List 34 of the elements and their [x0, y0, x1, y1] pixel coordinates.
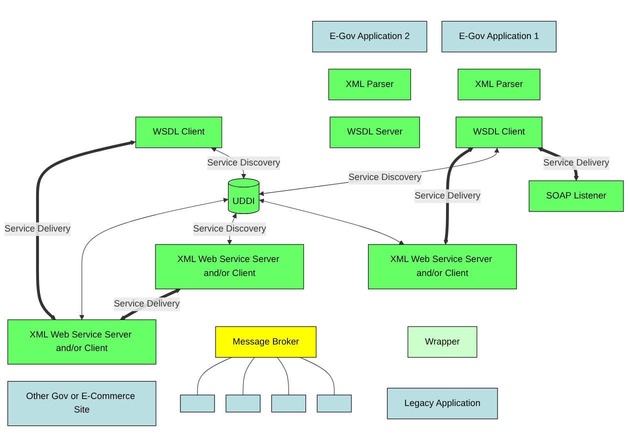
edge-label: Service Delivery	[543, 158, 610, 168]
node-box	[226, 394, 260, 412]
edge-label: Service Delivery	[4, 224, 70, 234]
connector	[242, 357, 255, 396]
node-box: Other Gov or E-Commerce Site	[7, 381, 156, 426]
node-box: Legacy Application	[387, 388, 498, 420]
edge-label: Service Discovery	[348, 172, 422, 182]
arrow	[259, 198, 404, 245]
arrow	[36, 140, 136, 320]
edge-label: Service Discovery	[193, 224, 266, 234]
node-box: WSDL Server	[330, 116, 420, 148]
arrow	[258, 148, 500, 196]
arrow	[444, 148, 474, 245]
connector	[197, 357, 232, 396]
node-box: SOAP Listener	[528, 180, 624, 212]
connector	[300, 357, 335, 396]
node-box: XML Parser	[458, 68, 540, 100]
node-box: WSDL Client	[135, 116, 222, 148]
node-box: Message Broker	[215, 326, 316, 358]
connector	[276, 357, 289, 396]
node-box: E-Gov Application 2	[312, 20, 428, 52]
edge-label: Service Discovery	[207, 158, 280, 168]
node-box	[180, 394, 215, 412]
node-box	[316, 394, 352, 412]
node-box: E-Gov Application 1	[442, 20, 556, 52]
edge-label: Service Delivery	[114, 299, 180, 309]
edge-label: Service Delivery	[414, 191, 480, 201]
node-box: XML Web Service Server and/or Client	[368, 244, 517, 290]
node-box	[271, 394, 306, 412]
node-box: Wrapper	[408, 326, 478, 358]
node-box: WSDL Client	[456, 116, 542, 148]
node-box: XML Parser	[328, 68, 411, 100]
node-box: XML Web Service Server and/or Client	[7, 319, 156, 364]
node-box: XML Web Service Server and/or Client	[155, 244, 304, 290]
